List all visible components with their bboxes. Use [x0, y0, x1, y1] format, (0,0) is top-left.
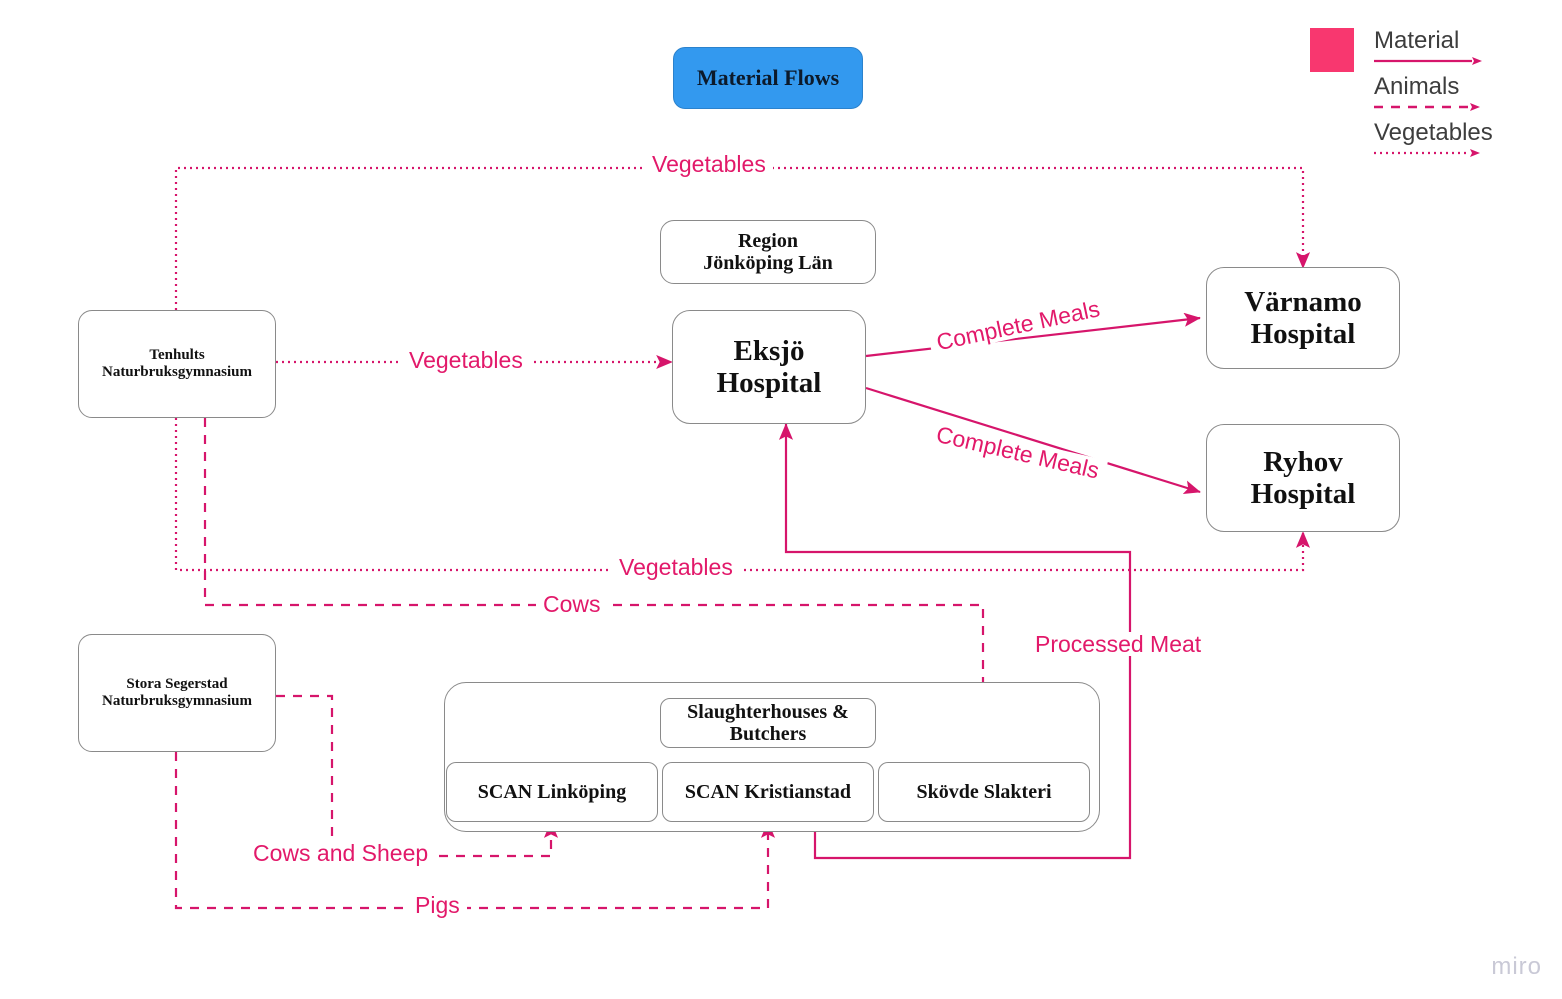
legend-solid-arrow-icon — [1374, 57, 1482, 66]
legend-dotted-arrow-icon — [1374, 149, 1480, 158]
edge-complete-meals-varnamo — [865, 312, 1201, 358]
legend-item-vegetables: Vegetables — [1310, 120, 1493, 166]
slaughterhouses-line-1: Slaughterhouses & — [687, 700, 849, 723]
legend-label-animals: Animals — [1374, 73, 1460, 100]
legend-label-vegetables: Vegetables — [1374, 119, 1493, 146]
node-eksjo-line-1: Eksjö — [733, 334, 805, 367]
edge-label-cows-and-sheep: Cows and Sheep — [246, 841, 436, 865]
node-eksjo-line-2: Hospital — [716, 367, 822, 399]
legend-label-material: Material — [1374, 27, 1460, 54]
edge-pigs-scan-kristianstad — [174, 752, 776, 910]
node-ryhov-line-2: Hospital — [1250, 478, 1356, 510]
node-ryhov-line-1: Ryhov — [1263, 445, 1343, 478]
node-scan-kristianstad[interactable]: SCAN Kristianstad — [662, 762, 874, 822]
node-ryhov-hospital[interactable]: Ryhov Hospital — [1206, 424, 1400, 532]
legend-item-material: Material — [1310, 28, 1493, 74]
legend-item-animals: Animals — [1310, 74, 1493, 120]
edge-label-vegetables-top: Vegetables — [645, 152, 773, 176]
node-varnamo-line-2: Hospital — [1250, 318, 1356, 350]
node-stora-segerstad-naturbruksgymnasium[interactable]: Stora Segerstad Naturbruksgymnasium — [78, 634, 276, 752]
node-stora-segerstad-line-2: Naturbruksgymnasium — [101, 693, 253, 709]
legend-color-swatch — [1310, 28, 1354, 72]
slaughterhouses-line-2: Butchers — [729, 723, 807, 745]
edge-label-vegetables-middle: Vegetables — [402, 348, 530, 372]
node-tenhults-line-1: Tenhults — [149, 347, 205, 364]
miro-watermark: miro — [1491, 953, 1542, 980]
edge-complete-meals-ryhov — [865, 386, 1201, 495]
edge-cows-sheep-scan-linkoping — [276, 694, 559, 858]
legend-dashed-arrow-icon — [1374, 103, 1480, 112]
node-tenhults-line-2: Naturbruksgymnasium — [101, 364, 253, 380]
node-scan-linkoping[interactable]: SCAN Linköping — [446, 762, 658, 822]
node-slaughterhouses-butchers-label[interactable]: Slaughterhouses & Butchers — [660, 698, 876, 748]
node-varnamo-line-1: Värnamo — [1244, 285, 1362, 318]
edge-label-pigs: Pigs — [408, 893, 467, 917]
legend: Material Animals Vegetables — [1310, 28, 1493, 166]
edge-label-processed-meat: Processed Meat — [1028, 632, 1209, 656]
node-stora-segerstad-line-1: Stora Segerstad — [126, 676, 228, 693]
node-region-line-1: Region — [737, 229, 798, 252]
node-region-line-2: Jönköping Län — [703, 252, 833, 274]
edge-processed-meat-eksjo — [778, 423, 1132, 860]
node-tenhults-naturbruksgymnasium[interactable]: Tenhults Naturbruksgymnasium — [78, 310, 276, 418]
node-eksjo-hospital[interactable]: Eksjö Hospital — [672, 310, 866, 424]
node-skovde-slakteri[interactable]: Skövde Slakteri — [878, 762, 1090, 822]
edge-label-cows: Cows — [536, 592, 608, 616]
node-varnamo-hospital[interactable]: Värnamo Hospital — [1206, 267, 1400, 369]
edge-label-vegetables-bottom: Vegetables — [612, 555, 740, 579]
diagram-title: Material Flows — [673, 47, 863, 109]
edge-vegetables-tenhults-ryhov — [174, 418, 1311, 572]
node-region-jonkoping-lan[interactable]: Region Jönköping Län — [660, 220, 876, 284]
